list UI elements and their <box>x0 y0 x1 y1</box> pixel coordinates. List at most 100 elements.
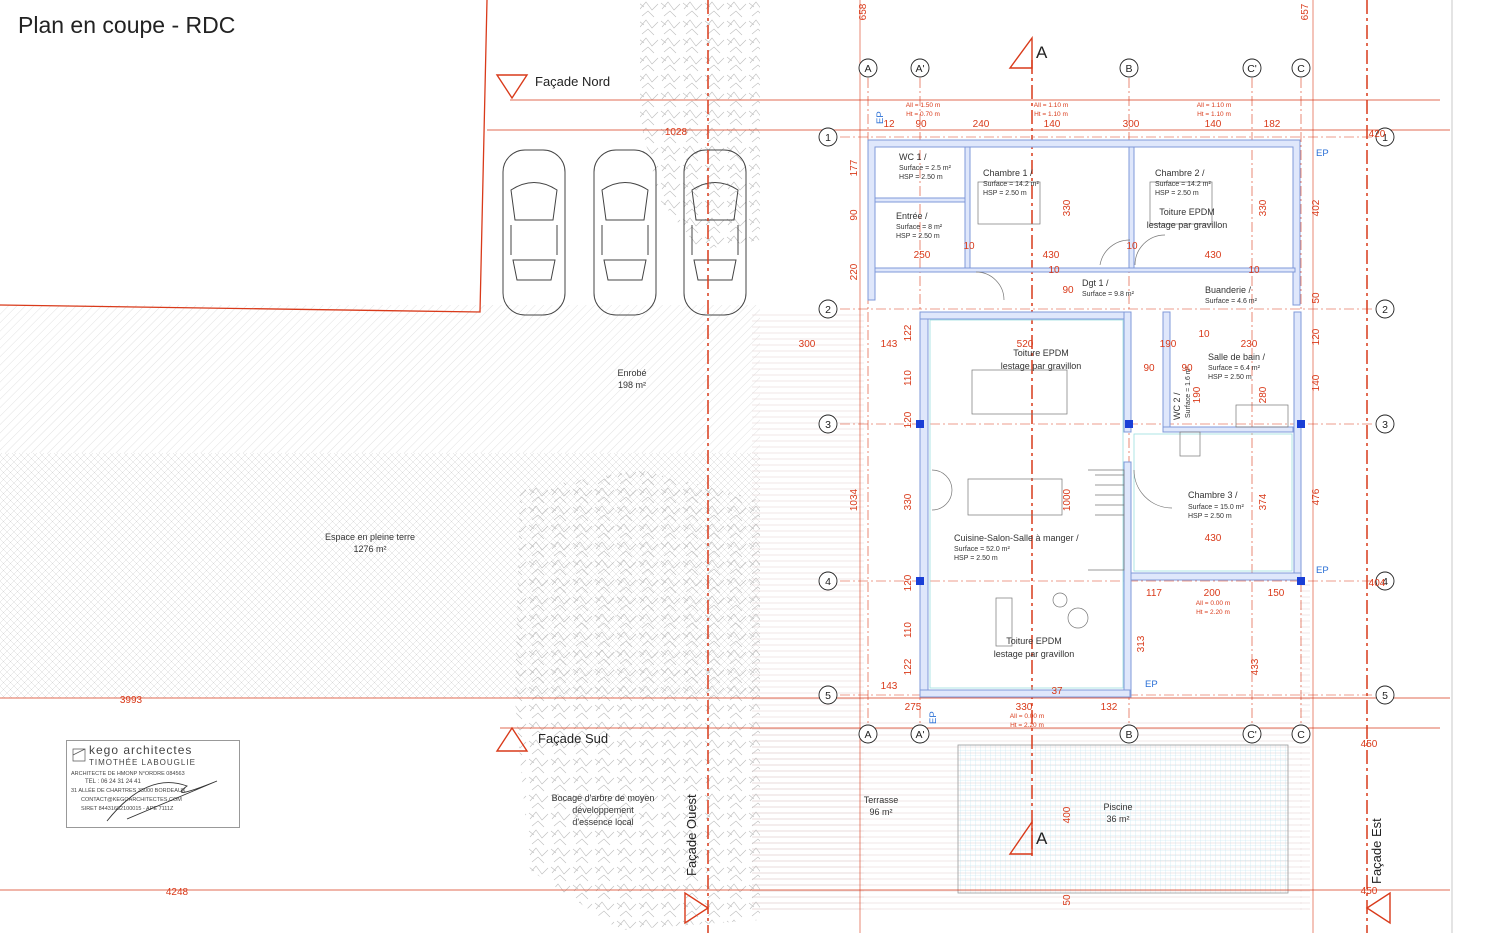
room-wc1-name: WC 1 / <box>899 152 927 162</box>
dimension-texts: 12 90 240 140 300 140 182 1028 3993 4248… <box>120 119 1285 898</box>
grid-col-c-bottom: C <box>1297 729 1305 741</box>
facade-ouest-label: Façade Ouest <box>684 794 699 876</box>
ep-tag-5: EP <box>928 711 939 724</box>
dim-top-4: 300 <box>1123 119 1140 130</box>
dim-row2-1: 143 <box>881 339 898 350</box>
dim-v-15: 140 <box>1311 374 1322 391</box>
facade-nord-triangle-icon <box>495 74 529 100</box>
dim-v-22: 400 <box>1062 806 1073 823</box>
section-bottom-triangle-icon <box>1008 819 1033 855</box>
grid-col-c2-bottom: C' <box>1247 729 1257 741</box>
ep-tag-4: EP <box>1145 679 1158 690</box>
grid-row-4-left: 4 <box>825 576 831 588</box>
dim-top-1: 90 <box>915 119 927 130</box>
floor-outline <box>929 319 1293 689</box>
window-2-all: All = 1.10 m <box>1034 102 1069 109</box>
area-enrobe-name: Enrobé <box>617 368 646 378</box>
area-bocage-l2: développement <box>572 805 634 815</box>
room-labels: WC 1 / Surface = 2.5 m² HSP = 2.50 m Ent… <box>896 152 1266 659</box>
room-sdb-name: Salle de bain / <box>1208 352 1266 362</box>
columns <box>916 420 1305 585</box>
room-dgt-surface: Surface = 9.8 m² <box>1082 291 1135 298</box>
dim-left-ext: 3993 <box>120 695 143 706</box>
dim-top-0: 12 <box>883 119 895 130</box>
stamp-brand: kego architectes <box>89 743 193 757</box>
dim-row2-3: 190 <box>1160 339 1177 350</box>
room-wc1-surface: Surface = 2.5 m² <box>899 165 952 172</box>
room-chambre1-name: Chambre 1 / <box>983 168 1033 178</box>
window-3-ht: Ht = 1.10 m <box>1197 111 1231 118</box>
area-terrasse-name: Terrasse <box>864 795 899 805</box>
dim-top-2: 240 <box>973 119 990 130</box>
drawing-title: Plan en coupe - RDC <box>18 12 236 38</box>
dim-v-8: 110 <box>903 622 914 638</box>
dim-bot-3: 275 <box>905 702 922 713</box>
window-5-all: All = 0.00 m <box>1010 713 1045 720</box>
dim-v-28: 450 <box>1361 739 1378 750</box>
room-chambre1-hsp: HSP = 2.50 m <box>983 190 1027 197</box>
room-chambre3-name: Chambre 3 / <box>1188 490 1238 500</box>
furniture <box>931 181 1289 647</box>
room-buanderie-surface: Surface = 4.6 m² <box>1205 298 1258 305</box>
facade-est-label: Façade Est <box>1369 818 1384 884</box>
dim-top-ext: 1028 <box>665 127 688 138</box>
toiture-1-l1: Toiture EPDM <box>1013 348 1069 358</box>
grid-row-1-left: 1 <box>825 132 831 144</box>
grid-row-1-right: 1 <box>1382 132 1388 144</box>
dim-v-26: 658 <box>858 3 869 20</box>
room-entree-hsp: HSP = 2.50 m <box>896 233 940 240</box>
signature-icon <box>72 748 218 822</box>
dim-v-6: 330 <box>903 493 914 510</box>
dim-v-11: 330 <box>1258 199 1269 216</box>
facade-ouest-triangle-icon <box>684 891 710 925</box>
grid-row-5-left: 5 <box>825 690 831 702</box>
stamp-line-2: TEL : 06 24 31 24 41 <box>85 779 141 785</box>
window-3-all: All = 1.10 m <box>1197 102 1232 109</box>
dimension-texts-vertical: 177 90 220 122 110 120 330 120 110 122 3… <box>849 3 1386 905</box>
dim-top-6: 182 <box>1264 119 1281 130</box>
window-5-ht: Ht = 2.20 m <box>1010 722 1044 729</box>
window-2-ht: Ht = 1.10 m <box>1034 111 1068 118</box>
stamp-name: TIMOTHÉE LABOUGLIE <box>89 758 196 767</box>
dim-v-31: 404 <box>1369 578 1386 589</box>
dim-row2-4: 230 <box>1241 339 1258 350</box>
dim-v-3: 122 <box>903 324 914 341</box>
dim-top-5: 140 <box>1205 119 1222 130</box>
area-terrasse-value: 96 m² <box>869 807 892 817</box>
dim-v-23: 50 <box>1062 894 1073 906</box>
window-4-all: All = 0.00 m <box>1196 600 1231 607</box>
dim-misc-8: 90 <box>1143 363 1155 374</box>
dim-v-14: 120 <box>1311 328 1322 345</box>
stamp-line-1: ARCHITECTE DE HMONP N°ORDRE 084563 <box>71 771 185 777</box>
dim-v-16: 476 <box>1311 488 1322 505</box>
dim-v-30: 420 <box>1369 129 1386 140</box>
dim-misc-5: 10 <box>1198 329 1210 340</box>
stamp-line-4: CONTACT@KEGOARCHITECTES.COM <box>81 797 182 803</box>
dim-misc-4: 10 <box>1126 241 1138 252</box>
dim-misc-2: 430 <box>1205 250 1222 261</box>
area-piscine-value: 36 m² <box>1106 814 1129 824</box>
room-cuisine-hsp: HSP = 2.50 m <box>954 555 998 562</box>
area-piscine-name: Piscine <box>1103 802 1132 812</box>
grid-col-b-top: B <box>1125 63 1132 75</box>
grid-col-a-bottom: A <box>864 729 871 741</box>
toiture-2-l2: lestage par gravillon <box>994 649 1075 659</box>
dim-bot-6: 143 <box>881 681 898 692</box>
parking-cars <box>502 149 747 316</box>
dim-c3-430: 430 <box>1205 533 1222 544</box>
dim-bottom-ext: 4248 <box>166 887 189 898</box>
dim-misc-3: 10 <box>963 241 975 252</box>
grid-row-2-right: 2 <box>1382 304 1388 316</box>
room-wc2-surface: Surface = 1.6 m² <box>1185 365 1192 418</box>
site-labels: Enrobé 198 m² Espace en pleine terre 127… <box>325 368 1133 827</box>
grid-col-c2-top: C' <box>1247 63 1257 75</box>
dim-v-29: 450 <box>1361 886 1378 897</box>
dim-misc-0: 250 <box>914 250 931 261</box>
dim-row2-0: 300 <box>799 339 816 350</box>
section-marks: A A <box>1008 35 1048 855</box>
dim-misc-6: 10 <box>1048 265 1060 276</box>
building-walls <box>867 139 1302 698</box>
dim-row2-2: 520 <box>1017 339 1034 350</box>
ep-tag-3: EP <box>1316 565 1329 576</box>
